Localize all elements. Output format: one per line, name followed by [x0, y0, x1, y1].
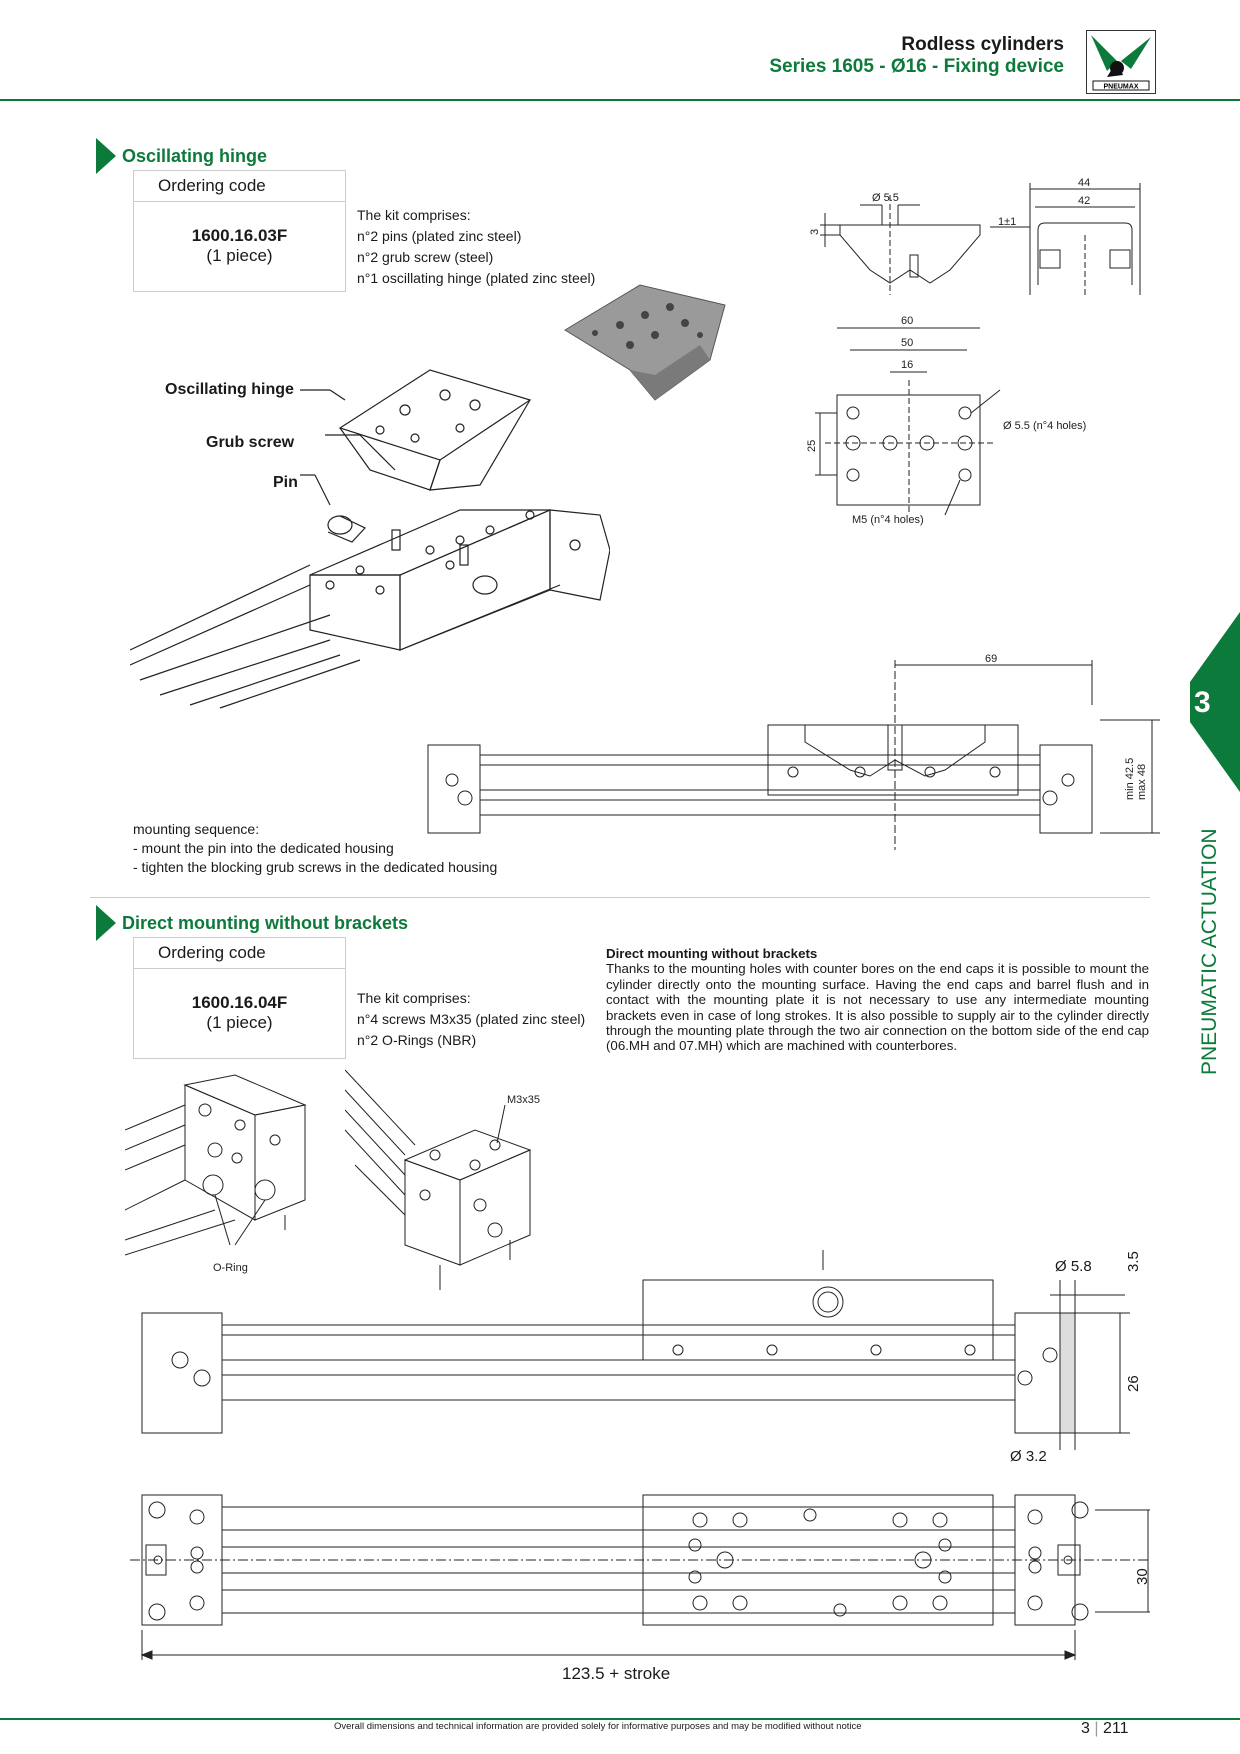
hinge-assembly-side-view: 69 min 42.5 max 48: [420, 650, 1160, 865]
dim-length: 123.5 + stroke: [562, 1664, 671, 1683]
mounting-line: - mount the pin into the dedicated housi…: [133, 840, 394, 856]
ordering-code-label: Ordering code: [134, 171, 345, 202]
dim-30: 30: [1134, 1568, 1151, 1585]
direct-mount-iso-right: M3x35: [344, 1065, 555, 1305]
label-m3x35: M3x35: [507, 1094, 540, 1106]
kit-line: n°4 screws M3x35 (plated zinc steel): [357, 1011, 586, 1027]
page-number: 3 | 211: [1081, 1720, 1128, 1738]
page-divider: |: [1094, 1720, 1099, 1737]
direct-mount-bottom-view: [130, 1485, 1150, 1710]
callout-pin: Pin: [273, 474, 298, 491]
callout-oscillating-hinge: Oscillating hinge: [165, 381, 294, 398]
pneumax-logo: PNEUMAX: [1086, 30, 1156, 94]
callout-grub-screw: Grub screw: [206, 434, 295, 451]
ordering-code: 1600.16.03F: [191, 226, 288, 245]
dim-m5: M5 (n°4 holes): [852, 514, 924, 526]
description-paragraph: Direct mounting without brackets Thanks …: [606, 946, 1149, 1054]
section-title-direct-mounting: Direct mounting without brackets: [122, 913, 409, 933]
direct-mount-front-view: [130, 1250, 1130, 1465]
kit-list: The kit comprises: n°2 pins (plated zinc…: [357, 205, 595, 289]
footer-note: Overall dimensions and technical informa…: [334, 1721, 862, 1732]
ordering-box: Ordering code 1600.16.03F (1 piece): [133, 170, 346, 292]
header-title: Rodless cylinders Series 1605 - Ø16 - Fi…: [769, 34, 1064, 78]
dim-holes55: Ø 5.5 (n°4 holes): [1003, 420, 1086, 432]
ordering-qty: (1 piece): [206, 1013, 273, 1032]
dim-44: 44: [1078, 177, 1090, 189]
footer-rule: [0, 1718, 1240, 1720]
dim-25: 25: [806, 440, 818, 452]
dim-3: 3: [809, 229, 821, 235]
ordering-box: Ordering code 1600.16.04F (1 piece): [133, 937, 346, 1059]
dim-42: 42: [1078, 195, 1090, 207]
ordering-code: 1600.16.04F: [191, 993, 288, 1012]
page-section: 3: [1081, 1720, 1090, 1737]
side-label-text: PNEUMATIC ACTUATION: [1198, 828, 1221, 1075]
dim-35: 3.5: [1125, 1251, 1142, 1272]
ordering-qty: (1 piece): [206, 246, 273, 265]
logo-text: PNEUMAX: [1103, 84, 1138, 91]
exploded-assembly-drawing: [129, 360, 611, 745]
hinge-top-view: 60 50 16 25 Ø 5.5 (n°4 holes) M5 (n°4 ho…: [785, 310, 1105, 535]
ordering-code-label: Ordering code: [134, 938, 345, 969]
chapter-tab: 3: [1190, 612, 1240, 792]
hinge-side-view: 44 42 1±1: [990, 175, 1150, 310]
mounting-line: mounting sequence:: [133, 821, 260, 837]
chapter-number: 3: [1194, 686, 1211, 719]
side-label: PNEUMATIC ACTUATION: [1186, 800, 1226, 1080]
dim-16: 16: [901, 359, 913, 371]
page-number-value: 211: [1102, 1720, 1129, 1737]
kit-line: n°2 grub screw (steel): [357, 249, 494, 265]
kit-line: n°1 oscillating hinge (plated zinc steel…: [357, 270, 596, 286]
kit-line: The kit comprises:: [357, 207, 471, 223]
dim-d55: Ø 5.5: [872, 192, 899, 204]
mounting-sequence: mounting sequence: - mount the pin into …: [133, 820, 497, 877]
direct-mount-iso-left: O-Ring: [124, 1070, 325, 1295]
header-rule: [0, 99, 1240, 101]
kit-line: The kit comprises:: [357, 990, 471, 1006]
hinge-photo: [560, 275, 730, 410]
dim-min: min 42.5: [1124, 758, 1136, 800]
dim-26: 26: [1125, 1375, 1142, 1392]
section-separator: [90, 897, 1150, 898]
header-title-line2: Series 1605 - Ø16 - Fixing device: [769, 56, 1064, 77]
kit-line: n°2 O-Rings (NBR): [357, 1032, 477, 1048]
mounting-line: - tighten the blocking grub screws in th…: [133, 859, 498, 875]
dim-69: 69: [985, 653, 997, 665]
kit-line: n°2 pins (plated zinc steel): [357, 228, 522, 244]
hinge-front-view: Ø 5.5 3: [800, 175, 1000, 310]
section-arrow-icon: [96, 138, 116, 174]
label-oring: O-Ring: [213, 1262, 248, 1274]
description-text: Thanks to the mounting holes with counte…: [606, 961, 1149, 1054]
dim-d32: Ø 3.2: [1010, 1448, 1047, 1465]
kit-list: The kit comprises: n°4 screws M3x35 (pla…: [357, 988, 585, 1051]
dim-d58: Ø 5.8: [1055, 1258, 1092, 1275]
description-title: Direct mounting without brackets: [606, 946, 818, 961]
header-title-line1: Rodless cylinders: [901, 34, 1064, 55]
dim-60: 60: [901, 315, 913, 327]
section-title-oscillating-hinge: Oscillating hinge: [122, 146, 268, 166]
section-arrow-icon: [96, 905, 116, 941]
dim-1: 1±1: [998, 216, 1016, 228]
dim-50: 50: [901, 337, 913, 349]
dim-max: max 48: [1136, 764, 1148, 800]
